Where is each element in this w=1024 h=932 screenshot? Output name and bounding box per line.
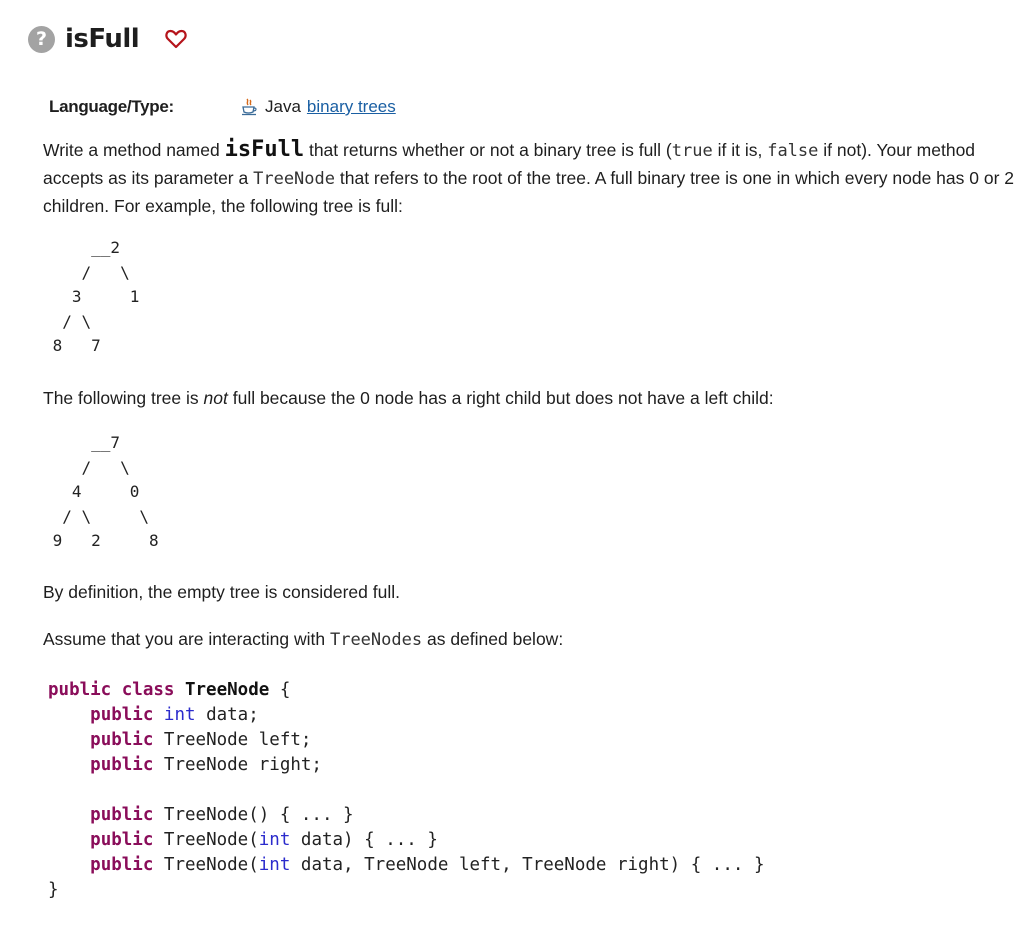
language-name: Java: [265, 97, 301, 116]
inline-code-treenode: TreeNode: [253, 169, 335, 189]
description-paragraph: Write a method named isFull that returns…: [43, 136, 1015, 220]
java-cup-icon: [241, 98, 257, 116]
full-tree-example: __2 / \ 3 1 / \ 8 7: [52, 238, 140, 355]
topic-link-binary-trees[interactable]: binary trees: [306, 97, 396, 116]
code-text: {: [279, 680, 291, 700]
desc-text: full because the 0 node has a right chil…: [232, 388, 774, 408]
language-type-label: Language/Type:: [49, 97, 174, 116]
code-text: data;: [206, 705, 259, 725]
code-text: TreeNode(: [163, 830, 259, 850]
inline-code-false: false: [767, 141, 819, 161]
treenode-class-code: public class TreeNode { public int data;…: [48, 678, 765, 903]
desc-text: that returns whether or not a binary tre…: [308, 140, 672, 160]
desc-text: if not). Your method accepts as its para…: [43, 140, 976, 188]
code-text: }: [48, 880, 59, 900]
code-text: TreeNode() { ... }: [163, 805, 354, 825]
code-type: int: [258, 855, 291, 875]
empty-tree-paragraph: By definition, the empty tree is conside…: [43, 582, 400, 602]
desc-text: Write a method named: [43, 140, 220, 160]
treenode-intro-paragraph: Assume that you are interacting with Tre…: [43, 626, 1015, 654]
desc-text: Assume that you are interacting with: [43, 629, 326, 649]
desc-text: The following tree is: [43, 388, 199, 408]
code-type: int: [258, 830, 291, 850]
code-type: int: [163, 705, 196, 725]
not-full-tree-example: __7 / \ 4 0 / \ \ 9 2 8: [52, 433, 159, 550]
code-text: TreeNode right;: [163, 755, 322, 775]
code-keyword: public class: [48, 680, 175, 700]
code-keyword: public: [90, 830, 154, 850]
code-text: data) { ... }: [300, 830, 438, 850]
inline-code-true: true: [671, 141, 713, 161]
code-keyword: public: [90, 730, 154, 750]
code-keyword: public: [90, 705, 154, 725]
desc-text: that refers to the root of the tree. A f…: [43, 168, 1015, 216]
problem-header: ? isFull: [28, 20, 187, 58]
code-keyword: public: [90, 855, 154, 875]
problem-meta: Language/Type: Java binary trees: [49, 97, 396, 117]
code-keyword: public: [90, 805, 154, 825]
page-title: isFull: [65, 24, 140, 54]
code-keyword: public: [90, 755, 154, 775]
code-text: data, TreeNode left, TreeNode right) { .…: [300, 855, 765, 875]
emphasis-not: not: [203, 388, 228, 408]
method-name: isFull: [224, 137, 305, 162]
desc-text: as defined below:: [426, 629, 564, 649]
not-full-paragraph: The following tree is not full because t…: [43, 385, 1015, 412]
desc-text: if it is,: [717, 140, 763, 160]
code-class-name: TreeNode: [184, 680, 270, 700]
heart-outline-icon[interactable]: [165, 29, 187, 49]
code-text: TreeNode left;: [163, 730, 312, 750]
inline-code-treenodes: TreeNodes: [329, 630, 423, 650]
code-text: TreeNode(: [163, 855, 259, 875]
question-mark-icon[interactable]: ?: [28, 25, 55, 53]
